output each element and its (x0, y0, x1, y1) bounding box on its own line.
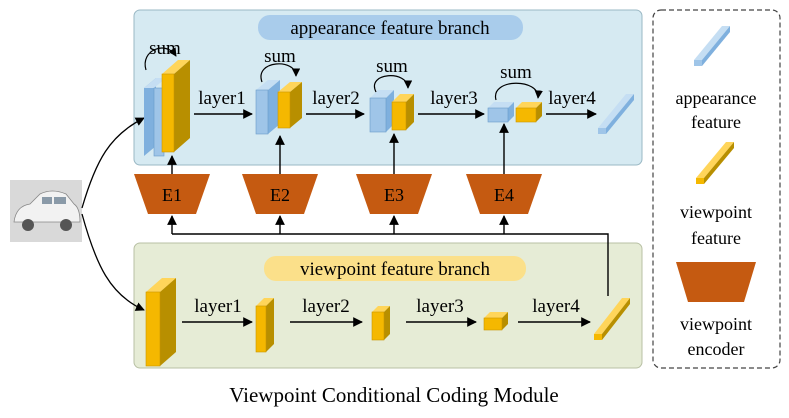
sum-label-1: sum (149, 38, 181, 59)
figure-caption: Viewpoint Conditional Coding Module (229, 383, 558, 407)
appearance-layer1-label: layer1 (198, 88, 245, 109)
input-to-appearance-arrow (81, 117, 145, 209)
appearance-stage2-blocks (255, 80, 302, 135)
sum-label-4: sum (500, 62, 532, 83)
viewpoint-layer1-label: layer1 (194, 296, 241, 317)
sum-arrow-1 (144, 47, 177, 71)
viewpoint-stage1-block (145, 278, 176, 367)
appearance-layer4-label: layer4 (548, 88, 596, 109)
encoder-e4-label: E4 (494, 185, 514, 205)
sum-label-3: sum (376, 56, 408, 77)
legend-encoder-icon (676, 262, 756, 302)
encoder-e2: E2 (242, 174, 318, 214)
appearance-layer3-label: layer3 (430, 88, 477, 109)
viewpoint-stage3-block (371, 306, 390, 341)
sum-arrow-2 (260, 63, 301, 83)
appearance-stage3-blocks (369, 90, 414, 133)
appearance-title-pill (258, 15, 523, 40)
viewpoint-stage2-block (255, 298, 274, 353)
encoder-e4: E4 (466, 174, 542, 214)
encoder-e1-label: E1 (162, 185, 182, 205)
encoder-e1: E1 (134, 174, 210, 214)
appearance-output-vector (598, 94, 634, 134)
appearance-branch-title: appearance feature branch (290, 18, 490, 39)
legend-encoder-label-2: encoder (688, 339, 745, 359)
legend-viewpoint-icon (696, 142, 734, 184)
legend-appearance-label-1: appearance (676, 88, 757, 108)
encoder-e2-label: E2 (270, 185, 290, 205)
viewpoint-layer4-label: layer4 (532, 296, 580, 317)
viewpoint-layer3-label: layer3 (416, 296, 463, 317)
sum-arrow-3 (373, 75, 413, 93)
legend-appearance-label-2: feature (691, 112, 741, 132)
legend-viewpoint-label-1: viewpoint (680, 202, 752, 222)
encoder-e3-label: E3 (384, 185, 404, 205)
appearance-stage4-blocks (487, 102, 542, 123)
legend-appearance-icon (694, 26, 730, 66)
legend-encoder-label-1: viewpoint (680, 314, 752, 334)
viewpoint-title-pill (264, 256, 526, 281)
sum-arrow-4 (495, 82, 543, 101)
viewpoint-stage4-block (483, 312, 508, 331)
viewpoint-layer2-label: layer2 (302, 296, 349, 317)
viewpoint-output-vector (594, 298, 630, 340)
input-to-viewpoint-arrow (81, 213, 145, 311)
appearance-layer2-label: layer2 (312, 88, 359, 109)
sum-label-2: sum (264, 46, 296, 67)
viewpoint-feedback-line (172, 233, 609, 296)
appearance-stage1-blocks (144, 60, 190, 157)
legend-viewpoint-label-2: feature (691, 228, 741, 248)
encoder-e3: E3 (356, 174, 432, 214)
input-car-image (10, 180, 82, 242)
viewpoint-branch-title: viewpoint feature branch (300, 259, 490, 280)
